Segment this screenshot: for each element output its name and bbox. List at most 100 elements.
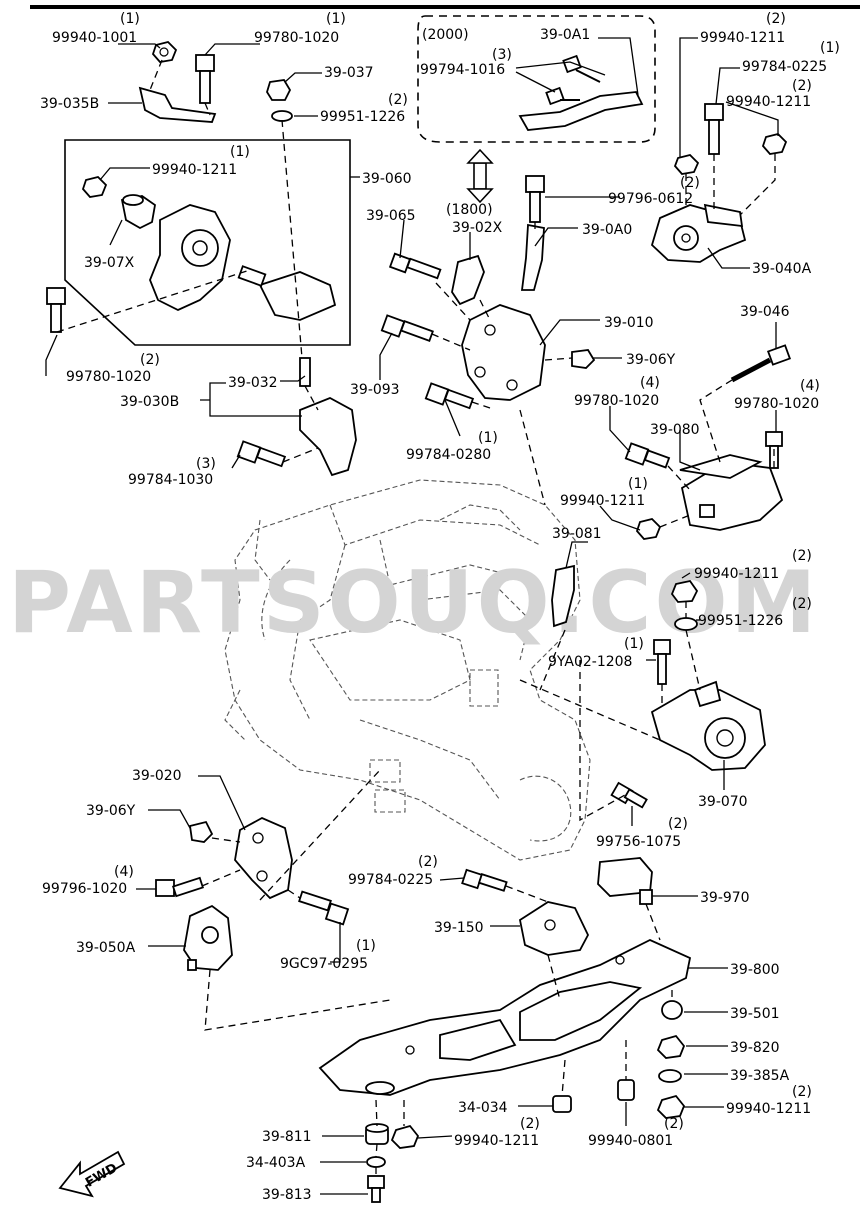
- callout-part: 99780-1020: [66, 369, 151, 385]
- bolt-99780-1020-right: [765, 431, 783, 469]
- callout-qty: (1): [478, 430, 498, 446]
- clip-39-06y-left: [188, 820, 214, 843]
- callout-part: 39-081: [552, 526, 602, 542]
- callout-qty: (2): [664, 1116, 684, 1132]
- callout-part: 99940-1001: [52, 30, 137, 46]
- callout-qty: (3): [196, 456, 216, 472]
- washer-99951-1226-mid: [674, 617, 698, 631]
- watermark: PARTSOUQ.COM: [8, 553, 819, 653]
- double-arrow-icon: [466, 148, 494, 204]
- bolt-39-065: [388, 252, 442, 280]
- callout-part: 99784-0280: [406, 447, 491, 463]
- callout-part: 99940-0801: [588, 1133, 673, 1149]
- callout-qty: (1): [230, 144, 250, 160]
- callout-qty: (2): [140, 352, 160, 368]
- bolt-39-093: [380, 314, 434, 342]
- callout-qty: (4): [800, 378, 820, 394]
- mount-39-040a: [650, 203, 747, 263]
- callout-part: 99796-0612: [608, 191, 693, 207]
- nut-99940-1211-mid-right: [670, 579, 699, 603]
- callout-part: 39-020: [132, 768, 182, 784]
- callout-qty: (4): [640, 375, 660, 391]
- bolt-9gc97-0295: [298, 890, 350, 926]
- callout-part: 99940-1211: [560, 493, 645, 509]
- callout-part: 99951-1226: [320, 109, 405, 125]
- callout-part: 39-060: [362, 171, 412, 187]
- callout-qty: (2): [792, 1084, 812, 1100]
- callout-qty: (2): [388, 92, 408, 108]
- callout-part: 39-046: [740, 304, 790, 320]
- callout-part: 99796-1020: [42, 881, 127, 897]
- callout-part: 99784-0225: [742, 59, 827, 75]
- mount-39-060: [149, 204, 337, 321]
- callout-part: 34-403A: [246, 1155, 306, 1171]
- bolt-99796-0612: [525, 175, 545, 223]
- callout-part: 9YA02-1208: [548, 654, 632, 670]
- bracket-39-035b: [138, 86, 217, 123]
- callout-part: 39-0A0: [582, 222, 632, 238]
- bolt-99780-1020-mid: [624, 442, 671, 469]
- callout-part: 39-06Y: [86, 803, 136, 819]
- bracket-39-0a1: [518, 54, 644, 131]
- callout-part: 9GC97-0295: [280, 956, 368, 972]
- bolt-99784-0225-lower: [461, 868, 508, 892]
- callout-part: 99780-1020: [254, 30, 339, 46]
- bracket-39-150: [518, 901, 590, 956]
- collar-34-034: [552, 1095, 572, 1113]
- callout-part: 99940-1211: [726, 1101, 811, 1117]
- group-label-1800: (1800): [446, 202, 493, 218]
- callout-part: 99940-1211: [454, 1133, 539, 1149]
- bracket-39-080: [679, 454, 784, 531]
- nut-39-037: [266, 79, 292, 101]
- callout-qty: (2): [520, 1116, 540, 1132]
- washer-99951-1226-top: [271, 110, 293, 122]
- callout-part: 39-093: [350, 382, 400, 398]
- bolt-99784-0280: [424, 382, 475, 410]
- callout-part: 39-050A: [76, 940, 136, 956]
- callout-part: 39-820: [730, 1040, 780, 1056]
- bracket-39-030b: [299, 397, 357, 477]
- callout-part: 39-02X: [452, 220, 503, 236]
- callout-qty: (1): [326, 11, 346, 27]
- clip-39-06y-top: [571, 349, 596, 369]
- nut-99940-1211-bottom-right: [656, 1094, 686, 1119]
- bushing-39-501: [661, 1000, 683, 1020]
- callout-part: 39-813: [262, 1187, 312, 1203]
- stud-39-032: [299, 357, 311, 387]
- nut-99940-1211-right-1: [673, 154, 700, 175]
- bracket-39-020: [234, 816, 293, 900]
- callout-part: 39-970: [700, 890, 750, 906]
- callout-qty: (1): [820, 40, 840, 56]
- callout-part: 39-065: [366, 208, 416, 224]
- year-2000-bracket-box: [417, 15, 656, 143]
- callout-part: 39-501: [730, 1006, 780, 1022]
- callout-part: 99784-0225: [348, 872, 433, 888]
- callout-part: 39-032: [228, 375, 278, 391]
- callout-part: 99940-1211: [694, 566, 779, 582]
- callout-qty: (2): [668, 816, 688, 832]
- bolt-39-813: [367, 1175, 385, 1203]
- callout-part: 39-811: [262, 1129, 312, 1145]
- callout-labels: (1) 99940-1001 (1) 99780-1020 39-037 (2)…: [40, 11, 840, 1203]
- nut-99940-1211-right-2: [761, 133, 788, 155]
- nut-99940-0801: [617, 1079, 635, 1101]
- callout-qty: (3): [492, 47, 512, 63]
- bolt-99780-1020-top: [195, 54, 215, 104]
- washer-34-403a: [366, 1156, 386, 1168]
- assembly-dashed-lines: [56, 59, 776, 1176]
- callout-qty: (1): [624, 636, 644, 652]
- callout-qty: (2): [792, 548, 812, 564]
- bushing-39-811: [365, 1123, 389, 1145]
- bolt-99784-1030: [236, 440, 287, 468]
- bolt-99796-1020: [155, 876, 204, 898]
- nut-39-820: [656, 1034, 686, 1059]
- callout-part: 39-06Y: [626, 352, 676, 368]
- engine-outline: [224, 479, 591, 861]
- callout-part: 99780-1020: [734, 396, 819, 412]
- callout-qty: (2): [792, 596, 812, 612]
- mount-assembly-box: [64, 139, 351, 346]
- link-39-081: [551, 564, 575, 628]
- callout-part: 39-040A: [752, 261, 812, 277]
- nut-99940-1211-box: [81, 176, 108, 198]
- forward-arrow-icon: FWD: [58, 1150, 126, 1198]
